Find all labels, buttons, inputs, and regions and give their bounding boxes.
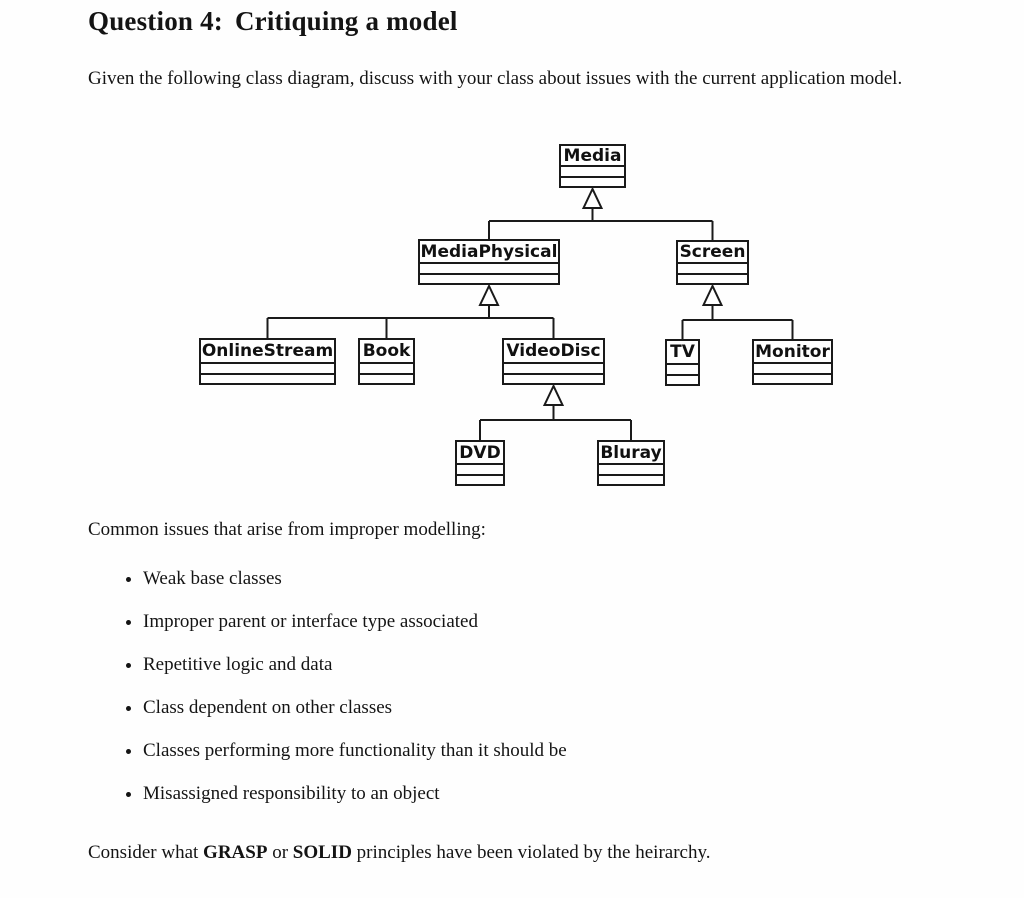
class-box-dvd: DVD: [455, 440, 505, 486]
operations-compartment: [457, 474, 503, 484]
attributes-compartment: [504, 362, 603, 373]
operations-compartment: [504, 373, 603, 383]
class-name-label: Screen: [679, 242, 746, 262]
closing-text-lead: Consider what: [88, 842, 204, 863]
issue-item: Misassigned responsibility to an object: [143, 781, 567, 807]
attributes-compartment: [360, 362, 413, 373]
operations-compartment: [667, 374, 698, 384]
generalization-arrow-mediaphysical: [478, 283, 500, 306]
operations-compartment: [201, 373, 334, 383]
attributes-compartment: [420, 262, 558, 273]
class-box-media: Media: [559, 144, 626, 188]
grasp-term: GRASP: [203, 842, 268, 863]
operations-compartment: [678, 273, 747, 283]
class-box-monitor: Monitor: [752, 339, 833, 385]
operations-compartment: [561, 176, 624, 186]
class-name-label: DVD: [459, 442, 501, 463]
issue-item: Weak base classes: [143, 566, 567, 592]
operations-compartment: [360, 373, 413, 383]
class-box-screen: Screen: [676, 240, 749, 285]
operations-compartment: [599, 474, 663, 484]
attributes-compartment: [561, 165, 624, 176]
attributes-compartment: [754, 362, 831, 373]
solid-term: SOLID: [292, 842, 352, 863]
generalization-arrow-media: [581, 186, 604, 209]
question-title: Critiquing a model: [234, 6, 458, 36]
attributes-compartment: [667, 363, 698, 374]
class-box-onlinestream: OnlineStream: [199, 338, 336, 385]
page-title: Question 4: Critiquing a model: [88, 6, 458, 37]
inheritance-edge-media: [488, 208, 714, 240]
class-name-label: MediaPhysical: [420, 241, 558, 262]
attributes-compartment: [457, 463, 503, 474]
attributes-compartment: [599, 463, 663, 474]
closing-text-tail: principles have been violated by the hei…: [351, 842, 711, 863]
issues-list: Weak base classes Improper parent or int…: [88, 566, 567, 824]
class-box-book: Book: [358, 338, 415, 385]
class-name-label: VideoDisc: [506, 341, 601, 361]
operations-compartment: [420, 273, 558, 283]
attributes-compartment: [201, 362, 334, 373]
closing-paragraph: Consider what GRASP or SOLID principles …: [88, 840, 711, 866]
generalization-arrow-videodisc: [542, 383, 565, 406]
class-name-label: TV: [670, 342, 695, 362]
closing-text-mid: or: [267, 842, 293, 863]
class-name-label: Monitor: [755, 341, 830, 362]
class-box-videodisc: VideoDisc: [502, 338, 605, 385]
issue-item: Classes performing more functionality th…: [143, 738, 567, 764]
issue-item: Class dependent on other classes: [143, 695, 567, 721]
inheritance-edge-screen: [681, 305, 794, 339]
attributes-compartment: [678, 262, 747, 273]
class-name-label: OnlineStream: [201, 341, 334, 361]
issues-intro: Common issues that arise from improper m…: [88, 519, 486, 540]
operations-compartment: [754, 373, 831, 383]
issue-item: Improper parent or interface type associ…: [143, 609, 567, 635]
class-name-label: Book: [362, 341, 411, 361]
inheritance-edge-videodisc: [479, 405, 632, 440]
generalization-arrow-screen: [701, 283, 724, 306]
class-box-mediaphysical: MediaPhysical: [418, 239, 560, 285]
class-box-bluray: Bluray: [597, 440, 665, 486]
class-box-tv: TV: [665, 339, 700, 386]
question-number: Question 4:: [88, 6, 223, 36]
intro-paragraph: Given the following class diagram, discu…: [88, 68, 903, 89]
class-name-label: Bluray: [600, 442, 662, 463]
inheritance-edge-mediaphysical: [266, 305, 555, 338]
class-name-label: Media: [563, 146, 622, 165]
issue-item: Repetitive logic and data: [143, 652, 567, 678]
